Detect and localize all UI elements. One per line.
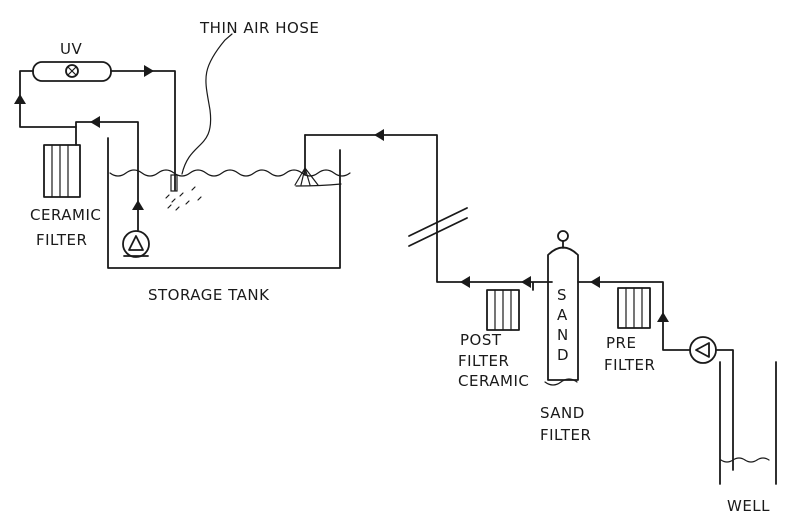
post-filter-label-2: FILTER <box>458 352 509 370</box>
post-filter-ceramic <box>462 281 553 331</box>
flow-arrow-top <box>374 129 384 141</box>
ceramic-filter-left <box>43 144 81 198</box>
uv-lamp-unit <box>32 61 112 82</box>
storage-tank-label: STORAGE TANK <box>148 286 270 304</box>
pre-filter-label-1: PRE <box>606 334 636 352</box>
thin-air-hose-label: THIN AIR HOSE <box>199 19 319 37</box>
uv-piping <box>19 70 176 231</box>
sand-letter-4: D <box>557 346 569 364</box>
flow-arrow-uv-left <box>14 94 26 104</box>
flow-arrow-pre-out <box>590 276 600 288</box>
flow-arrow-pump-up <box>132 200 144 210</box>
sand-filter-label-1: SAND <box>540 404 585 422</box>
post-filter-label-3: CERAMIC <box>458 372 529 390</box>
flow-arrow-post-out <box>521 276 531 288</box>
well-label: WELL <box>727 497 770 515</box>
sand-letter-3: N <box>557 326 569 344</box>
sand-letter-2: A <box>557 306 568 324</box>
ceramic-filter-label-2: FILTER <box>36 231 87 249</box>
well-pump <box>689 336 734 471</box>
sand-filter-column <box>544 230 597 386</box>
ceramic-filter-label: CERAMIC <box>30 206 101 224</box>
flow-arrow-uv-right <box>144 65 154 77</box>
sand-filter-vertical-text: S A N D <box>557 286 569 364</box>
uv-label: UV <box>60 40 82 58</box>
main-supply-pipe <box>304 134 468 283</box>
sand-letter-1: S <box>557 286 567 304</box>
circulation-pump <box>122 230 150 258</box>
tank-inlet-spray <box>294 134 342 187</box>
pre-filter-label-2: FILTER <box>604 356 655 374</box>
storage-tank <box>107 137 351 269</box>
sand-filter-label-2: FILTER <box>540 426 591 444</box>
air-diffuser <box>165 174 202 211</box>
thin-air-hose <box>181 33 233 175</box>
post-filter-label-1: POST <box>460 331 502 349</box>
flow-arrow-return <box>90 116 100 128</box>
flow-arrow-pre-in <box>657 312 669 322</box>
well-shaft <box>719 361 777 485</box>
